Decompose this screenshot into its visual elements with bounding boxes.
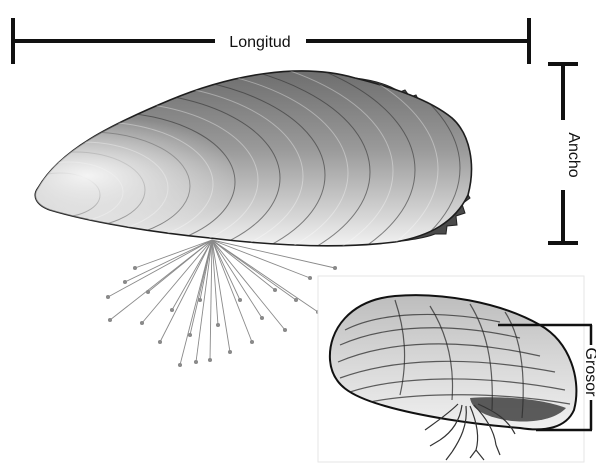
width-label: Ancho	[565, 132, 582, 177]
width-dimension: Ancho	[548, 64, 582, 243]
shell-umbo-highlight	[35, 71, 471, 246]
length-label: Longitud	[229, 34, 290, 51]
length-dimension: Longitud	[13, 18, 529, 64]
thickness-label: Grosor	[582, 348, 596, 398]
mussel-section-inset: Grosor	[318, 276, 596, 462]
byssus-threads	[106, 240, 336, 367]
